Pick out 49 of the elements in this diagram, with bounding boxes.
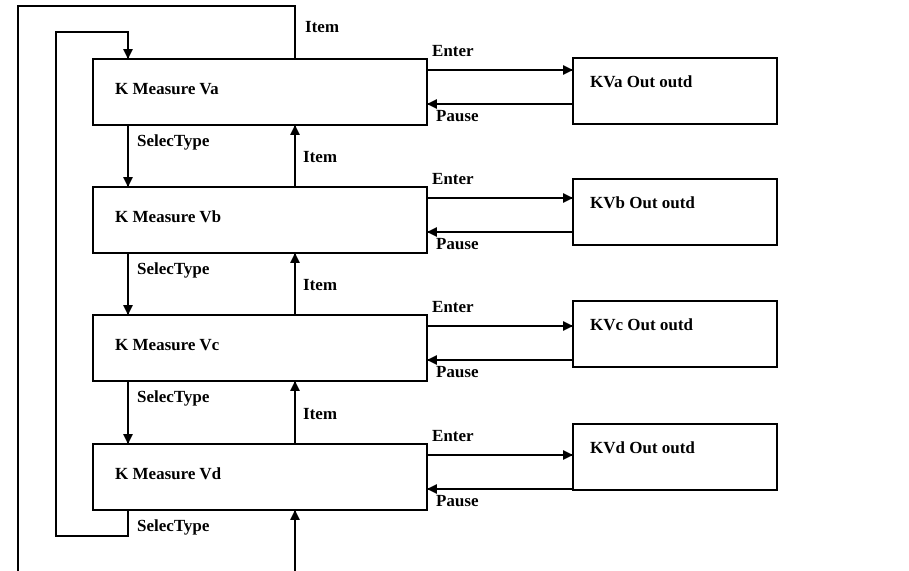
edge-label: Pause (436, 490, 478, 512)
process-box (572, 300, 778, 368)
edge-label: SelecType (137, 515, 210, 536)
arrow (55, 31, 133, 537)
box-label: KVd Out outd (590, 437, 695, 459)
arrow (427, 484, 572, 494)
process-box (572, 423, 778, 491)
arrow (123, 382, 133, 444)
edge-label: SelecType (137, 386, 210, 408)
edge-label: Enter (432, 296, 474, 318)
connector-line (17, 5, 296, 571)
process-box (572, 178, 778, 246)
arrow (123, 126, 133, 187)
box-label: KVb Out outd (590, 192, 695, 214)
box-label: K Measure Va (115, 78, 219, 100)
edge-label: Enter (432, 425, 474, 446)
arrow (290, 253, 300, 314)
edge-label: SelecType (137, 258, 210, 280)
process-box (92, 58, 428, 126)
process-box (92, 443, 428, 511)
edge-label: Item (305, 16, 339, 38)
arrow (428, 193, 573, 203)
arrow (123, 254, 133, 315)
edge-label: Pause (436, 233, 478, 254)
edge-label: Item (303, 274, 337, 296)
box-label: KVc Out outd (590, 314, 693, 336)
arrow (290, 381, 300, 443)
edge-label: Pause (436, 105, 478, 126)
edge-label: Item (303, 146, 337, 168)
arrow (427, 99, 572, 109)
edge-label: Pause (436, 361, 478, 382)
process-box (92, 314, 428, 382)
edge-label: SelecType (137, 130, 210, 152)
process-box (572, 57, 778, 125)
edge-label: Item (303, 403, 337, 424)
arrow (290, 510, 300, 571)
arrow (427, 227, 572, 237)
box-label: KVa Out outd (590, 71, 692, 93)
arrow (428, 321, 573, 331)
process-box (92, 186, 428, 254)
box-label: K Measure Vd (115, 463, 222, 485)
box-label: K Measure Vc (115, 334, 220, 356)
edge-label: Enter (432, 40, 474, 62)
arrow (428, 450, 573, 460)
arrow (290, 125, 300, 186)
arrow (427, 355, 572, 365)
arrow (428, 65, 573, 75)
edge-label: Enter (432, 168, 474, 190)
box-label: K Measure Vb (115, 206, 222, 228)
